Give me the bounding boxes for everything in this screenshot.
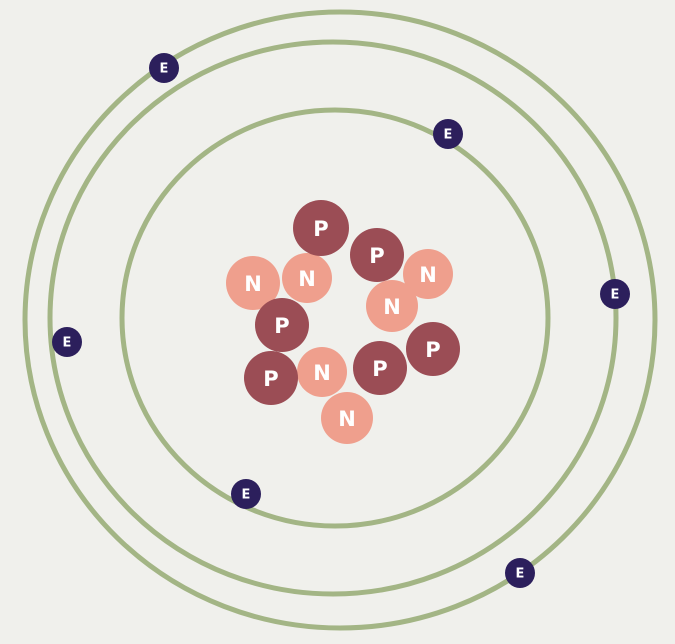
neutron-label: N — [338, 407, 356, 431]
electron: E — [149, 53, 179, 83]
proton-label: P — [263, 367, 278, 391]
proton: P — [293, 200, 349, 256]
neutron-label: N — [419, 263, 437, 287]
neutron: N — [366, 280, 418, 332]
proton-ball — [350, 228, 404, 282]
electron: E — [52, 327, 82, 357]
electron-label: E — [516, 567, 525, 582]
neutron-label: N — [313, 361, 331, 385]
proton-label: P — [313, 217, 328, 241]
electron-ball — [52, 327, 82, 357]
neutron: N — [403, 249, 453, 299]
proton-ball — [293, 200, 349, 256]
proton-ball — [406, 322, 460, 376]
neutron-label: N — [383, 295, 401, 319]
electron: E — [505, 558, 535, 588]
proton-label: P — [274, 314, 289, 338]
neutron-ball — [297, 347, 347, 397]
neutron: N — [297, 347, 347, 397]
orbit-middle — [47, 39, 619, 597]
proton: P — [406, 322, 460, 376]
electrons: E E E E E E — [52, 53, 630, 588]
electron-ball — [149, 53, 179, 83]
proton: P — [255, 298, 309, 352]
neutron-ball — [226, 256, 280, 310]
proton: P — [350, 228, 404, 282]
neutron-ball — [366, 280, 418, 332]
neutron-ball — [321, 392, 373, 444]
neutron: N — [282, 253, 332, 303]
proton-label: P — [372, 357, 387, 381]
electron-ball — [231, 479, 261, 509]
orbit-inner — [119, 107, 551, 529]
proton: P — [244, 351, 298, 405]
electron-label: E — [63, 336, 72, 351]
neutron-ball — [403, 249, 453, 299]
proton-ball — [244, 351, 298, 405]
nucleus: N N N N N N P P — [226, 200, 460, 444]
proton: P — [353, 341, 407, 395]
electron-label: E — [242, 488, 251, 503]
orbits — [22, 9, 658, 631]
orbit-outer — [22, 9, 658, 631]
electron-label: E — [160, 62, 169, 77]
neutron-label: N — [244, 272, 262, 296]
neutron-label: N — [298, 267, 316, 291]
neutron: N — [321, 392, 373, 444]
electron-ball — [600, 279, 630, 309]
electron: E — [600, 279, 630, 309]
neutron: N — [226, 256, 280, 310]
proton-ball — [255, 298, 309, 352]
proton-ball — [353, 341, 407, 395]
electron-ball — [433, 119, 463, 149]
electron-label: E — [611, 288, 620, 303]
electron: E — [433, 119, 463, 149]
electron-ball — [505, 558, 535, 588]
proton-label: P — [369, 244, 384, 268]
electron-label: E — [444, 128, 453, 143]
electron: E — [231, 479, 261, 509]
proton-label: P — [425, 338, 440, 362]
neutron-ball — [282, 253, 332, 303]
